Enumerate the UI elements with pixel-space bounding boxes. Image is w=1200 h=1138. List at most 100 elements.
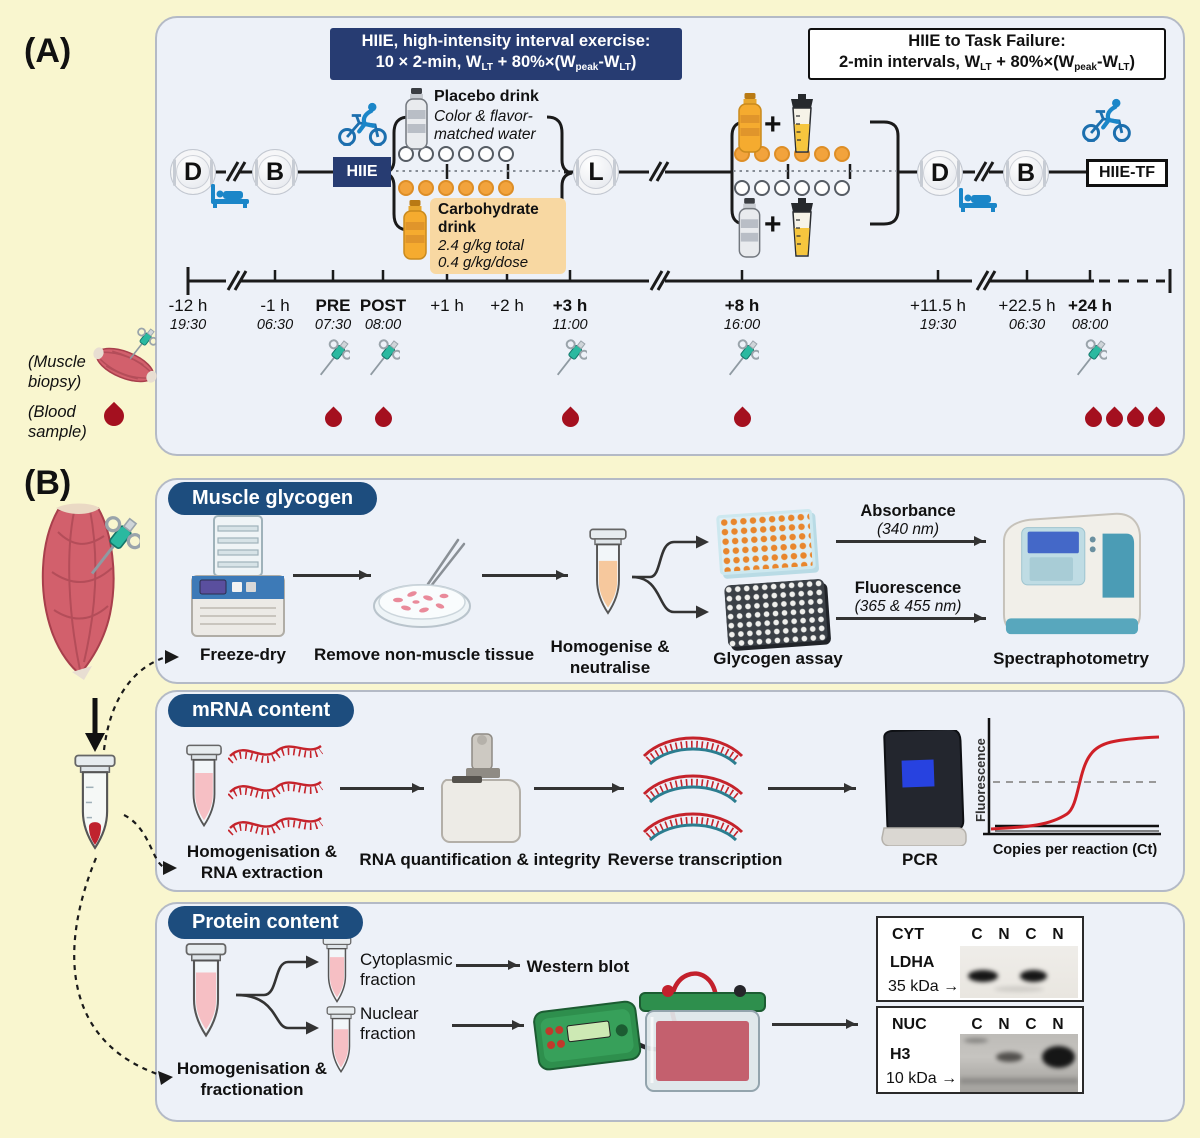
biopsy-syringe-icon bbox=[553, 338, 587, 380]
tick-time: 08:00 bbox=[364, 317, 402, 333]
cyclist-icon bbox=[1078, 96, 1134, 142]
hiie-banner-line2: 10 × 2-min, WLT + 80%×(Wpeak-WLT) bbox=[375, 52, 637, 73]
panel-a bbox=[155, 16, 1185, 456]
biopsy-syringe-icon bbox=[316, 338, 350, 380]
flow-arrow bbox=[340, 783, 424, 793]
tick-time: 19:30 bbox=[169, 317, 207, 333]
tick-time: 06:30 bbox=[1008, 317, 1046, 333]
qpcr-xlabel: Copies per reaction (Ct) bbox=[993, 842, 1158, 858]
plate-dinner-1: D bbox=[170, 149, 216, 195]
lane-label: N bbox=[1052, 1016, 1064, 1033]
plus-sign: + bbox=[764, 208, 782, 241]
step-label-fractionation: Homogenisation & fractionation bbox=[176, 1059, 328, 1099]
biopsy-syringe-icon bbox=[1073, 338, 1107, 380]
section-title-mrna: mRNA content bbox=[168, 694, 355, 727]
carb-desc1: 2.4 g/kg total bbox=[438, 237, 524, 254]
step-label-reverse-transcription: Reverse transcription bbox=[607, 850, 783, 869]
biopsy-syringe-icon bbox=[366, 338, 400, 380]
muscle-icon bbox=[88, 334, 162, 396]
step-label-freeze-dry: Freeze-dry bbox=[200, 645, 286, 664]
absorbance-wavelength: (340 nm) bbox=[876, 521, 940, 538]
lane-label: N bbox=[998, 926, 1010, 943]
tick-hour: -12 h bbox=[168, 296, 208, 315]
plus-sign: + bbox=[764, 108, 782, 141]
blot-group-label: NUC bbox=[892, 1016, 927, 1033]
tick-time: 06:30 bbox=[256, 317, 294, 333]
step-label-spectraphotometry: Spectraphotometry bbox=[993, 649, 1149, 668]
lane-label: C bbox=[971, 1016, 983, 1033]
rna-tube-icon bbox=[183, 744, 225, 836]
flow-arrow bbox=[772, 1019, 858, 1029]
legend-blood-sample: (Blood sample) bbox=[28, 403, 87, 441]
carb-bottle-icon bbox=[402, 200, 428, 260]
band-arrow: → bbox=[943, 978, 960, 995]
biopsy-syringe-icon bbox=[725, 338, 759, 380]
lane-label: C bbox=[1025, 926, 1037, 943]
band-arrow: → bbox=[941, 1070, 958, 1087]
hiie-box: HIIE bbox=[333, 157, 391, 187]
blot-image bbox=[960, 946, 1078, 998]
section-title-protein: Protein content bbox=[168, 906, 363, 939]
well-plate-96-icon bbox=[716, 508, 816, 576]
blot-panel-nuc: NUC C N C N H3 10 kDa → bbox=[876, 1006, 1084, 1094]
flow-arrow bbox=[456, 960, 520, 970]
tick-time: 11:00 bbox=[552, 317, 588, 333]
blot-mass-label: 10 kDa → bbox=[886, 1070, 958, 1087]
step-label-remove-tissue: Remove non-muscle tissue bbox=[313, 645, 535, 664]
sample-tube-icon bbox=[68, 754, 122, 860]
biopsy-syringe-icon bbox=[126, 326, 156, 364]
tick-time: 16:00 bbox=[723, 317, 761, 333]
spectrophotometer-icon bbox=[995, 504, 1147, 644]
tick-time: 19:30 bbox=[919, 317, 957, 333]
bed-icon bbox=[958, 186, 998, 212]
electrophoresis-equipment-icon bbox=[525, 925, 780, 1110]
step-label-rna-extraction: Homogenisation & RNA extraction bbox=[186, 842, 338, 882]
lane-label: N bbox=[1052, 926, 1064, 943]
blot-protein-label: H3 bbox=[890, 1046, 911, 1063]
tick-time: 07:30 bbox=[314, 317, 352, 333]
flow-arrow bbox=[452, 1020, 524, 1030]
placebo-title: Placebo drink bbox=[434, 88, 539, 105]
cytoplasmic-fraction-label: Cytoplasmic fraction bbox=[360, 950, 453, 989]
cyclist-icon bbox=[334, 100, 390, 146]
panel-b-label: (B) bbox=[24, 464, 72, 502]
lane-label: C bbox=[1025, 1016, 1037, 1033]
placebo-dose-row-2 bbox=[734, 180, 854, 196]
shaker-icon bbox=[786, 198, 818, 258]
tick-hour: +11.5 h bbox=[910, 296, 966, 315]
plate-lunch: L bbox=[573, 149, 619, 195]
flow-arrow bbox=[836, 536, 986, 546]
blot-image bbox=[960, 1034, 1078, 1092]
cytoplasmic-tube-icon bbox=[320, 936, 354, 1010]
western-blot-label: Western blot bbox=[526, 957, 630, 976]
tf-banner: HIIE to Task Failure: 2-min intervals, W… bbox=[808, 28, 1166, 80]
nuclear-fraction-label: Nuclear fraction bbox=[360, 1004, 419, 1043]
hiie-banner: HIIE, high-intensity interval exercise: … bbox=[330, 28, 682, 80]
rna-strands-icon bbox=[228, 738, 323, 846]
placebo-desc: Color & flavor- matched water bbox=[434, 108, 536, 143]
flow-arrow bbox=[293, 570, 371, 580]
biopsy-syringe-icon bbox=[84, 514, 140, 582]
fluorescence-wavelength: (365 & 455 nm) bbox=[854, 598, 962, 615]
carb-drink-label: Carbohydrate drink 2.4 g/kg total 0.4 g/… bbox=[430, 198, 566, 274]
nuclear-tube-icon bbox=[324, 1004, 358, 1082]
spectrometer-rna-icon bbox=[436, 732, 528, 844]
tick-hour: POST bbox=[359, 296, 407, 315]
tick-hour: +2 h bbox=[490, 296, 524, 315]
blot-mass-label: 35 kDa → bbox=[888, 978, 960, 995]
carb-desc2: 0.4 g/kg/dose bbox=[438, 254, 529, 271]
fluorescence-label: Fluorescence bbox=[854, 579, 962, 597]
placebo-bottle-icon bbox=[404, 88, 429, 150]
tick-hour: PRE bbox=[315, 296, 351, 315]
homogenate-tube-icon bbox=[586, 528, 630, 624]
blot-group-label: CYT bbox=[892, 926, 924, 943]
flow-arrow bbox=[836, 613, 986, 623]
hiie-tf-box: HIIE-TF bbox=[1086, 159, 1168, 187]
blood-drop-icon bbox=[99, 401, 129, 431]
qpcr-ylabel: Fluorescence bbox=[975, 738, 988, 822]
carb-bottle-icon bbox=[737, 92, 763, 154]
carb-dose-row bbox=[398, 180, 518, 196]
hiie-banner-line1: HIIE, high-intensity interval exercise: bbox=[361, 31, 651, 50]
petri-dish-icon bbox=[372, 538, 476, 634]
